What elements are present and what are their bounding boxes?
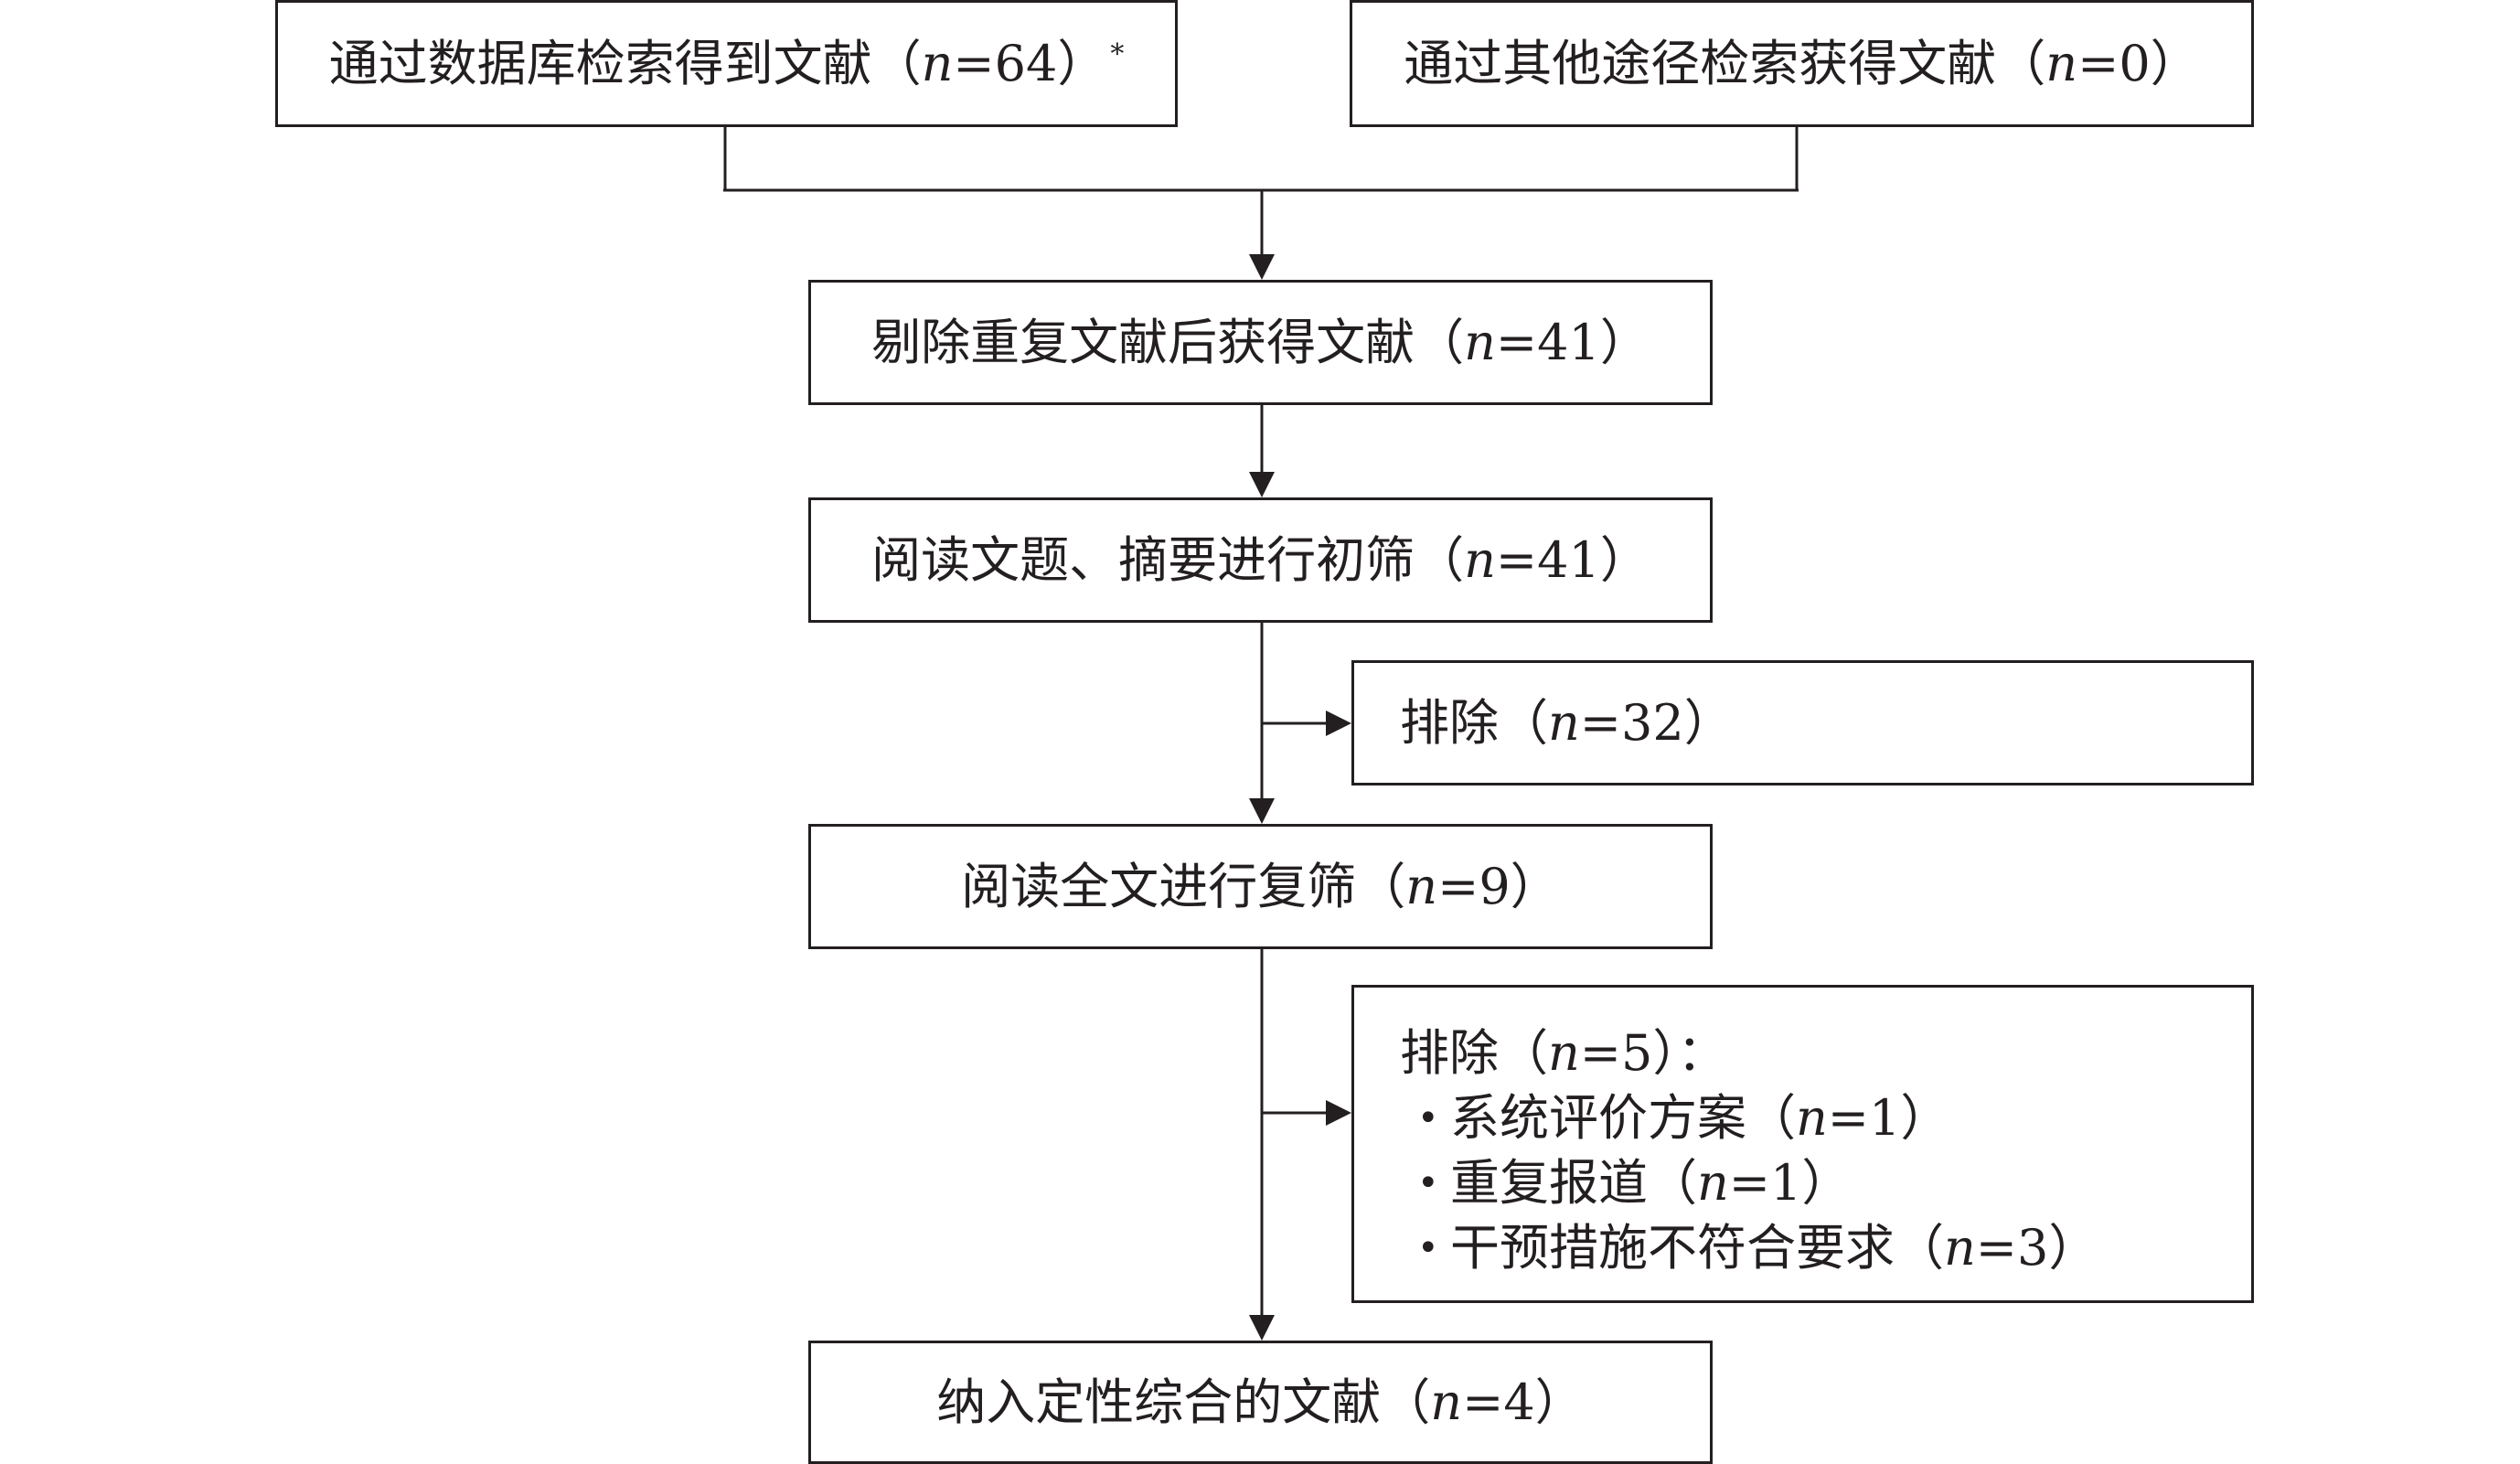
- title-abstract-screen-box: 阅读文题、摘要进行初筛（n=41）: [808, 497, 1713, 623]
- after-dedup-box: 剔除重复文献后获得文献（n=41）: [808, 280, 1713, 405]
- excluded-first-label: 排除（n=32）: [1400, 693, 1734, 752]
- included-box: 纳入定性综合的文献（n=4）: [808, 1341, 1713, 1464]
- exclusion-reason-item: •系统评价方案（n=1）: [1417, 1089, 1950, 1147]
- database-search-label: 通过数据库检索得到文献（n=64）*: [328, 34, 1125, 92]
- exclusion-reason-item: •干预措施不符合要求（n=3）: [1417, 1219, 2098, 1277]
- other-sources-label: 通过其他途径检索获得文献（n=0）: [1404, 34, 2200, 92]
- bullet-icon: •: [1417, 1097, 1439, 1139]
- arrowhead-merge-to-dedup: [1249, 254, 1275, 280]
- excluded-second-title: 排除（n=5）：: [1400, 1024, 1727, 1082]
- arrowhead-dedup-to-screen: [1249, 472, 1275, 497]
- arrowhead-to-excluded-first: [1326, 711, 1351, 736]
- included-label: 纳入定性综合的文献（n=4）: [936, 1373, 1585, 1431]
- fulltext-screen-label: 阅读全文进行复筛（n=9）: [961, 857, 1560, 915]
- arrowhead-to-excluded-second: [1326, 1100, 1351, 1126]
- excluded-second-box: 排除（n=5）： •系统评价方案（n=1） •重复报道（n=1） •干预措施不符…: [1351, 985, 2254, 1303]
- arrowhead-screen-to-fulltext: [1249, 798, 1275, 824]
- bullet-icon: •: [1417, 1162, 1439, 1204]
- fulltext-screen-box: 阅读全文进行复筛（n=9）: [808, 824, 1713, 949]
- asterisk-footnote-mark: *: [1110, 37, 1125, 70]
- arrowhead-fulltext-to-included: [1249, 1315, 1275, 1341]
- database-search-box: 通过数据库检索得到文献（n=64）*: [275, 0, 1178, 127]
- exclusion-reason-item: •重复报道（n=1）: [1417, 1154, 1852, 1212]
- excluded-first-box: 排除（n=32）: [1351, 660, 2254, 785]
- bullet-icon: •: [1417, 1227, 1439, 1269]
- after-dedup-label: 剔除重复文献后获得文献（n=41）: [871, 313, 1650, 371]
- title-abstract-screen-label: 阅读文题、摘要进行初筛（n=41）: [871, 530, 1650, 589]
- other-sources-box: 通过其他途径检索获得文献（n=0）: [1350, 0, 2254, 127]
